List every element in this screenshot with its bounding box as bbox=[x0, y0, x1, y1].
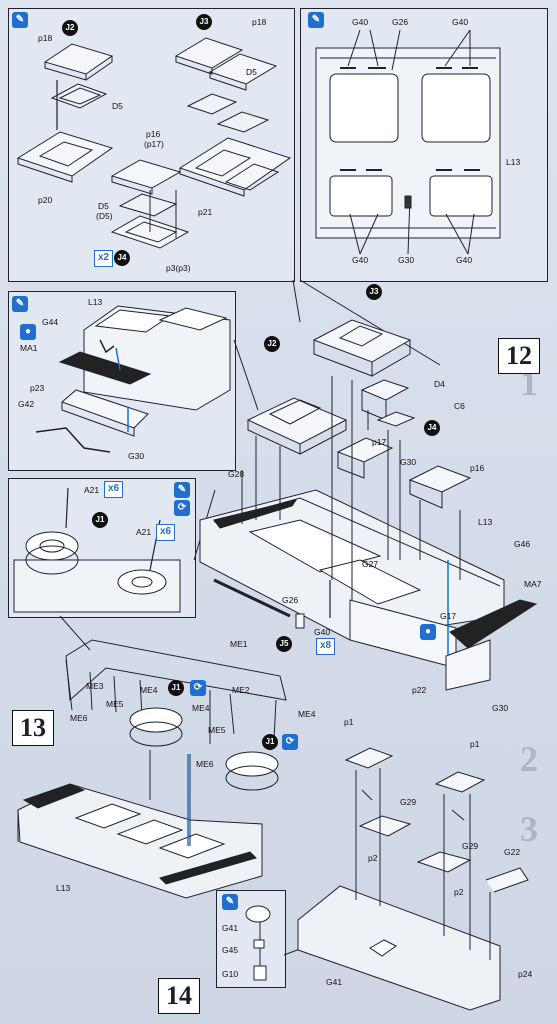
paint-icon: ● bbox=[20, 324, 36, 340]
part-label: G30 bbox=[128, 451, 145, 461]
part-label: G26 bbox=[392, 17, 409, 27]
badge-j3: J3 bbox=[366, 284, 382, 300]
part-label: G40 bbox=[314, 627, 331, 637]
part-label: G40 bbox=[452, 17, 469, 27]
part-label: G22 bbox=[504, 847, 521, 857]
part-label: p20 bbox=[38, 195, 53, 205]
part-label: p17 bbox=[372, 437, 387, 447]
part-label: ME6 bbox=[70, 713, 88, 723]
part-label: G44 bbox=[42, 317, 59, 327]
part-label: A21 bbox=[84, 485, 100, 495]
part-label: p1 bbox=[344, 717, 354, 727]
part-label: p2 bbox=[368, 853, 378, 863]
part-label: A21 bbox=[136, 527, 152, 537]
part-label: p21 bbox=[198, 207, 213, 217]
part-label: MA1 bbox=[20, 343, 38, 353]
part-label: p2 bbox=[454, 887, 464, 897]
part-label: p18 bbox=[38, 33, 53, 43]
multiplier-badge: x6 bbox=[104, 481, 124, 498]
badge-j4: J4 bbox=[114, 250, 130, 266]
part-label: p3(p3) bbox=[166, 263, 191, 273]
part-label: p22 bbox=[412, 685, 427, 695]
glue-icon: ✎ bbox=[174, 482, 190, 498]
part-label: D5 bbox=[246, 67, 257, 77]
multiplier-badge: x8 bbox=[316, 638, 336, 655]
side-step-number: 2 bbox=[520, 739, 538, 779]
part-label: ME3 bbox=[86, 681, 104, 691]
multiplier-badge: x2 bbox=[94, 250, 114, 267]
part-label: G30 bbox=[398, 255, 415, 265]
part-label: ME1 bbox=[230, 639, 248, 649]
glue-icon: ✎ bbox=[12, 296, 28, 312]
part-label: p1 bbox=[470, 739, 480, 749]
step-number-14: 14 bbox=[158, 978, 200, 1014]
badge-j2: J2 bbox=[264, 336, 280, 352]
badge-j4: J4 bbox=[424, 420, 440, 436]
part-label: G30 bbox=[400, 457, 417, 467]
part-label: G27 bbox=[362, 559, 379, 569]
part-label: G42 bbox=[18, 399, 35, 409]
part-label: D5 bbox=[112, 101, 123, 111]
part-label: G29 bbox=[462, 841, 479, 851]
part-label: ME4 bbox=[192, 703, 210, 713]
part-label: G41 bbox=[326, 977, 343, 987]
part-label: p23 bbox=[30, 383, 45, 393]
part-label: G29 bbox=[400, 797, 417, 807]
badge-j5: J5 bbox=[276, 636, 292, 652]
glue-icon: ✎ bbox=[222, 894, 238, 910]
part-label: G40 bbox=[352, 255, 369, 265]
part-label: p24 bbox=[518, 969, 533, 979]
badge-j1: J1 bbox=[262, 734, 278, 750]
part-label: G40 bbox=[352, 17, 369, 27]
part-label: p18 bbox=[252, 17, 267, 27]
rotate-icon: ⟳ bbox=[190, 680, 206, 696]
part-label: ME2 bbox=[232, 685, 250, 695]
part-label: C6 bbox=[454, 401, 465, 411]
part-label: L13 bbox=[478, 517, 493, 527]
part-label: D5 bbox=[98, 201, 109, 211]
part-label: (D5) bbox=[96, 211, 113, 221]
badge-j1: J1 bbox=[92, 512, 108, 528]
part-label: p16 bbox=[470, 463, 485, 473]
badge-j2: J2 bbox=[62, 20, 78, 36]
part-label: ME4 bbox=[140, 685, 158, 695]
part-label: G41 bbox=[222, 923, 239, 933]
part-label: ME6 bbox=[196, 759, 214, 769]
part-label: G30 bbox=[492, 703, 509, 713]
part-label: G28 bbox=[228, 469, 245, 479]
part-label: G17 bbox=[440, 611, 457, 621]
step-number-13: 13 bbox=[12, 710, 54, 746]
glue-icon: ✎ bbox=[12, 12, 28, 28]
part-label: ME4 bbox=[298, 709, 316, 719]
rotate-icon: ⟳ bbox=[282, 734, 298, 750]
part-label: p16 bbox=[146, 129, 161, 139]
part-label: L13 bbox=[56, 883, 71, 893]
multiplier-badge: x6 bbox=[156, 524, 176, 541]
part-label: ME5 bbox=[106, 699, 124, 709]
part-label: G40 bbox=[456, 255, 473, 265]
glue-icon: ✎ bbox=[308, 12, 324, 28]
side-step-number: 3 bbox=[520, 809, 538, 849]
part-label: ME5 bbox=[208, 725, 226, 735]
part-label: G10 bbox=[222, 969, 239, 979]
part-label: G45 bbox=[222, 945, 239, 955]
paint-icon: ● bbox=[420, 624, 436, 640]
step-number-12: 12 bbox=[498, 338, 540, 374]
part-label: L13 bbox=[506, 157, 521, 167]
part-label: D4 bbox=[434, 379, 445, 389]
badge-j1: J1 bbox=[168, 680, 184, 696]
part-label: L13 bbox=[88, 297, 103, 307]
part-label: (p17) bbox=[144, 139, 164, 149]
part-label: MA7 bbox=[524, 579, 542, 589]
rotate-icon: ⟳ bbox=[174, 500, 190, 516]
part-label: G46 bbox=[514, 539, 531, 549]
part-label: G26 bbox=[282, 595, 299, 605]
badge-j3: J3 bbox=[196, 14, 212, 30]
